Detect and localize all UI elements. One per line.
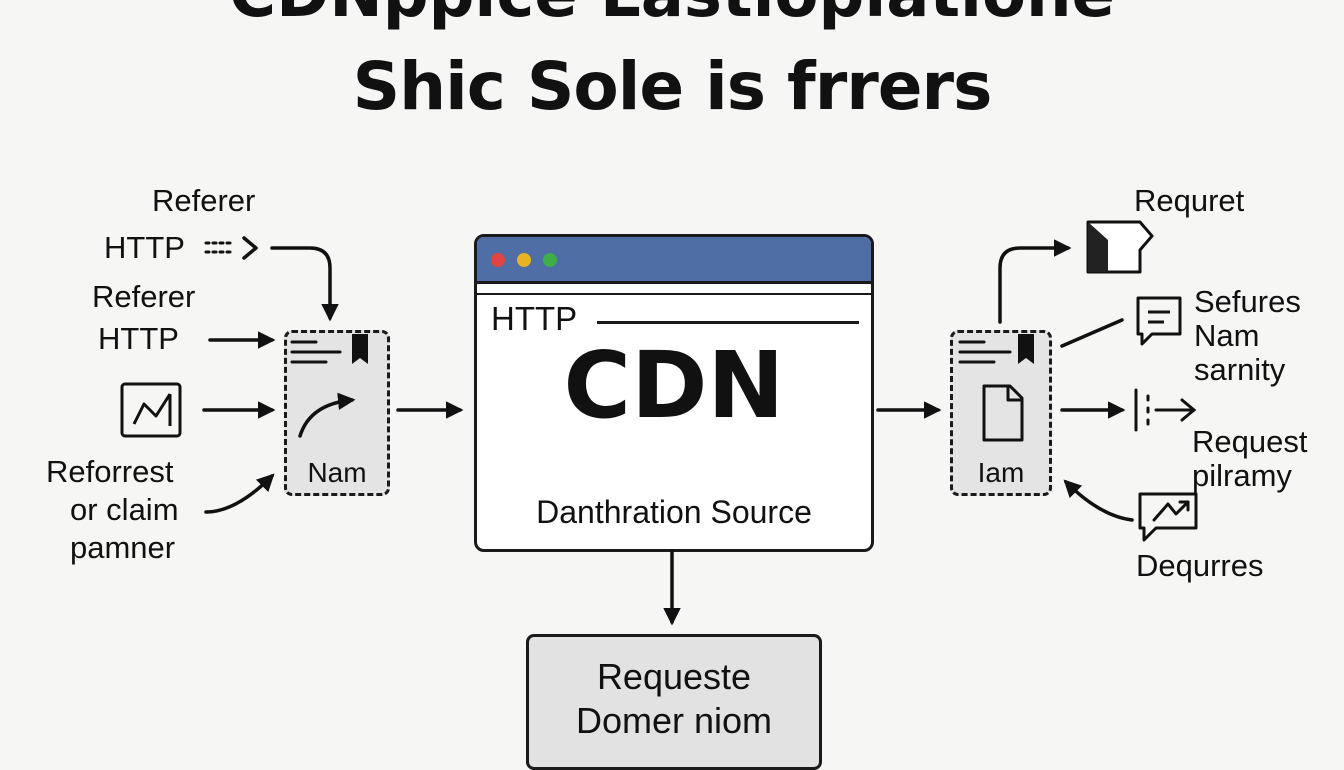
menu-lines-icon [958, 340, 1012, 364]
label-sarnity: sarnity [1194, 352, 1286, 387]
document-icon [982, 384, 1024, 442]
bottom-box-line-2: Domer niom [575, 700, 773, 741]
label-pilramy: pilramy [1192, 458, 1292, 493]
label-referer-2: Referer [92, 279, 196, 314]
window-divider [477, 293, 871, 295]
chart-icon [120, 382, 182, 438]
window-title-bar [477, 237, 871, 284]
connector-right-panel-to-chat [1060, 318, 1124, 348]
bookmark-icon [1018, 334, 1034, 364]
bookmark-icon [352, 334, 368, 364]
label-pamner: pamner [70, 530, 176, 565]
left-panel: Nam [284, 330, 390, 496]
label-http-1: HTTP [104, 230, 185, 265]
label-or-claim: or claim [70, 492, 179, 527]
right-panel-label: Iam [977, 457, 1025, 488]
diagram-title-line-2: Shic Sole is frrers [352, 48, 993, 125]
label-http-2: HTTP [98, 321, 179, 356]
cdn-window: HTTP CDN Danthration Source [474, 234, 874, 552]
window-source-label: Danthration Source [536, 494, 812, 530]
diagram-title-line-1: CDNppice Lastioplatione [0, 0, 1344, 32]
bar-arrow-icon [1134, 388, 1197, 432]
right-panel: Iam [950, 330, 1052, 496]
label-sefures: Sefures [1194, 284, 1301, 319]
window-http-label: HTTP [491, 300, 578, 337]
arrow-reforrest-to-panel [204, 473, 275, 514]
window-http-rule [597, 321, 859, 324]
label-referer-1: Referer [152, 183, 256, 218]
bottom-box-line-1: Requeste [596, 656, 752, 697]
arrow-right-panel-to-folder [998, 239, 1072, 324]
menu-lines-icon [290, 340, 342, 364]
arrow-curve-icon [298, 392, 356, 438]
window-close-dot[interactable] [491, 253, 505, 267]
arrow-referer-1-to-panel [270, 246, 339, 322]
dotted-arrow-icon [204, 236, 258, 260]
label-reforrest: Reforrest [46, 454, 174, 489]
cdn-heading: CDN [563, 332, 785, 439]
diagram-connectors [120, 220, 1198, 626]
arrow-dequrres-to-right-panel [1063, 479, 1134, 522]
label-requret: Requret [1134, 183, 1245, 218]
chat-arrow-icon [1138, 492, 1198, 542]
bottom-box-text: Requeste Domer niom [529, 655, 819, 743]
label-request: Request [1192, 424, 1308, 459]
label-nam: Nam [1194, 318, 1260, 353]
window-minimize-dot[interactable] [517, 253, 531, 267]
window-maximize-dot[interactable] [543, 253, 557, 267]
folder-icon [1086, 220, 1154, 274]
left-panel-label: Nam [307, 457, 367, 488]
label-dequrres: Dequrres [1136, 548, 1264, 583]
chat-icon [1136, 296, 1182, 346]
